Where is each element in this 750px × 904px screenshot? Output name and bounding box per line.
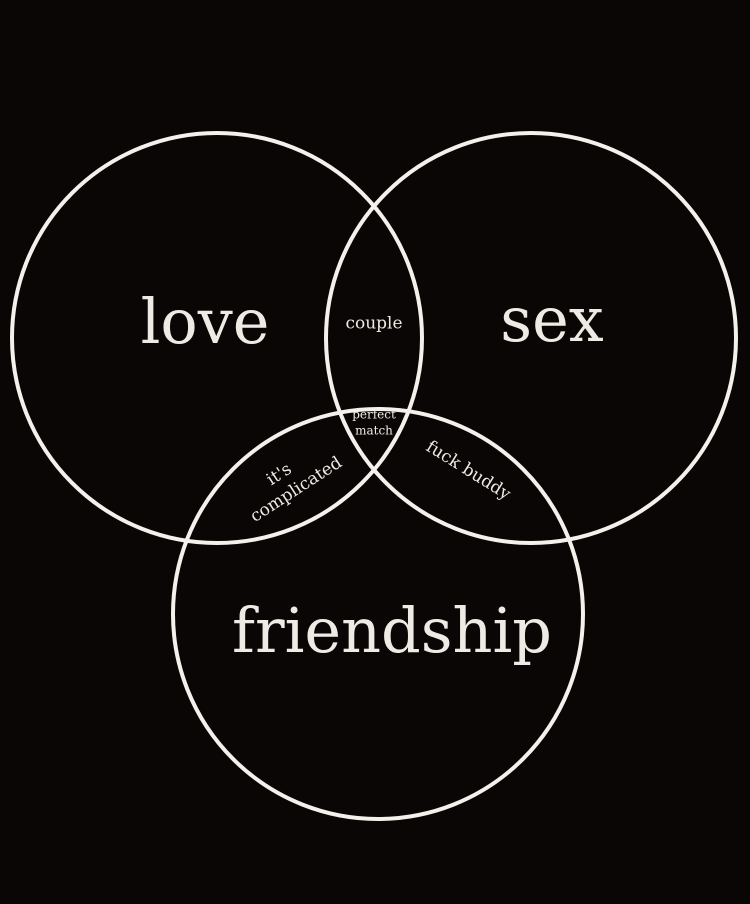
couple-label: couple	[345, 314, 402, 334]
friendship-label: friendship	[232, 594, 552, 667]
sex-circle	[324, 131, 738, 545]
sex-label: sex	[500, 283, 604, 356]
friendship-circle	[171, 407, 585, 821]
perfect-match-label-line2: match	[355, 424, 393, 438]
love-label: love	[141, 285, 270, 358]
love-circle	[10, 131, 424, 545]
perfect-match-label-line1: perfect	[352, 408, 396, 422]
